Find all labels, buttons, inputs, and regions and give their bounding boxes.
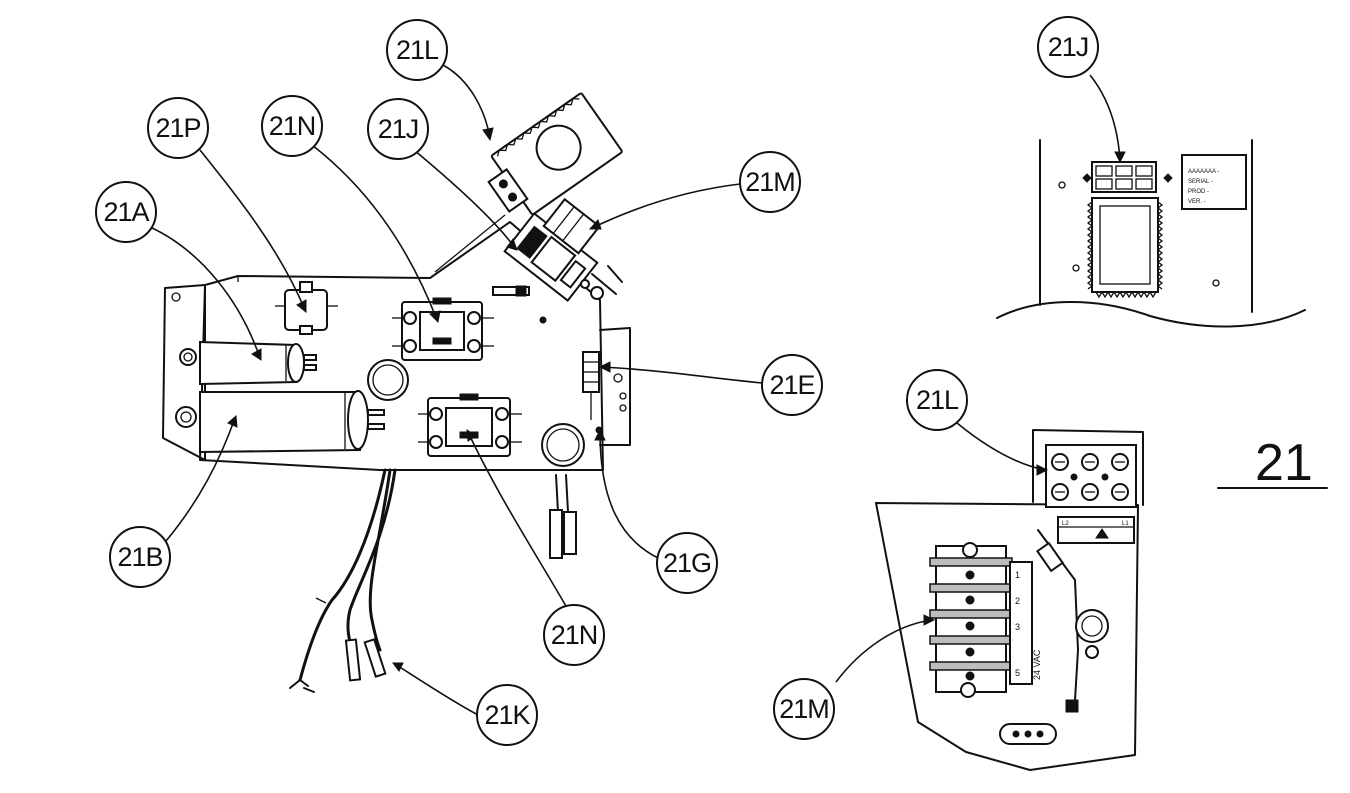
sensor-leads <box>549 474 577 559</box>
callout-label: 21N <box>551 620 598 650</box>
control-panel-assembly <box>162 92 631 693</box>
start-capacitor-21b <box>175 390 385 454</box>
label-l2: L2 <box>1062 521 1069 527</box>
label-line-3: PROD - <box>1188 189 1209 195</box>
callout-label: 21M <box>745 167 795 197</box>
callout-label: 21E <box>769 370 814 400</box>
callout-21l-top: 21L <box>386 19 448 81</box>
callout-21e: 21E <box>761 354 823 416</box>
callout-21p: 21P <box>147 97 209 159</box>
callout-21n-top: 21N <box>261 95 323 157</box>
voltage-label: 24 VAC <box>1032 649 1042 680</box>
terminal-2: 2 <box>1015 596 1020 606</box>
transformer-21l <box>487 92 623 216</box>
label-line-1: AAAAAAA - <box>1188 169 1219 175</box>
terminal-5: 5 <box>1015 668 1020 678</box>
callout-label: 21P <box>155 113 200 143</box>
callout-21g: 21G <box>656 532 718 594</box>
leader-arrowheads <box>227 127 1126 672</box>
callout-label: 21J <box>1048 32 1089 62</box>
callout-21n-bottom: 21N <box>543 604 605 666</box>
terminal-1: 1 <box>1015 570 1020 580</box>
callout-label: 21B <box>117 542 162 572</box>
callout-label: 21A <box>103 197 149 227</box>
callout-21b: 21B <box>109 526 171 588</box>
contactor-21n-lower <box>418 393 522 457</box>
power-terminal-21l <box>1045 444 1137 508</box>
callout-label: 21N <box>269 111 316 141</box>
callout-21j-main: 21J <box>367 98 429 160</box>
callout-label: 21L <box>396 35 439 65</box>
contactor-21n-upper <box>392 297 494 361</box>
callout-label: 21G <box>663 548 711 578</box>
callout-label: 21L <box>916 385 959 415</box>
detail-control-board: AAAAAAA - SERIAL - PROD - VER. - <box>996 139 1306 328</box>
callout-21m-top: 21M <box>739 151 801 213</box>
low-voltage-terminal-21m <box>929 542 1013 698</box>
callout-label: 21J <box>378 114 419 144</box>
callout-label: 21K <box>484 700 530 730</box>
callout-21l-detail: 21L <box>906 369 968 431</box>
callout-21j-detail: 21J <box>1037 16 1099 78</box>
run-capacitor-21a <box>179 340 317 386</box>
leader-lines <box>149 64 1121 716</box>
label-line-2: SERIAL - <box>1188 179 1213 185</box>
callout-label: 21M <box>779 694 829 724</box>
callout-21k: 21K <box>476 684 538 746</box>
wire-harness-21k <box>289 468 397 693</box>
callout-21m-detail: 21M <box>773 678 835 740</box>
terminal-block-21m <box>542 197 601 255</box>
terminal-3: 3 <box>1015 622 1020 632</box>
terminal-block-21e <box>582 351 600 420</box>
detail-terminal-panel: L2 L1 1 2 3 5 24 VAC <box>875 429 1144 771</box>
label-l1: L1 <box>1122 521 1129 527</box>
label-line-4: VER. - <box>1188 199 1206 205</box>
figure-number: 21 <box>1255 434 1313 492</box>
callout-21a: 21A <box>95 181 157 243</box>
